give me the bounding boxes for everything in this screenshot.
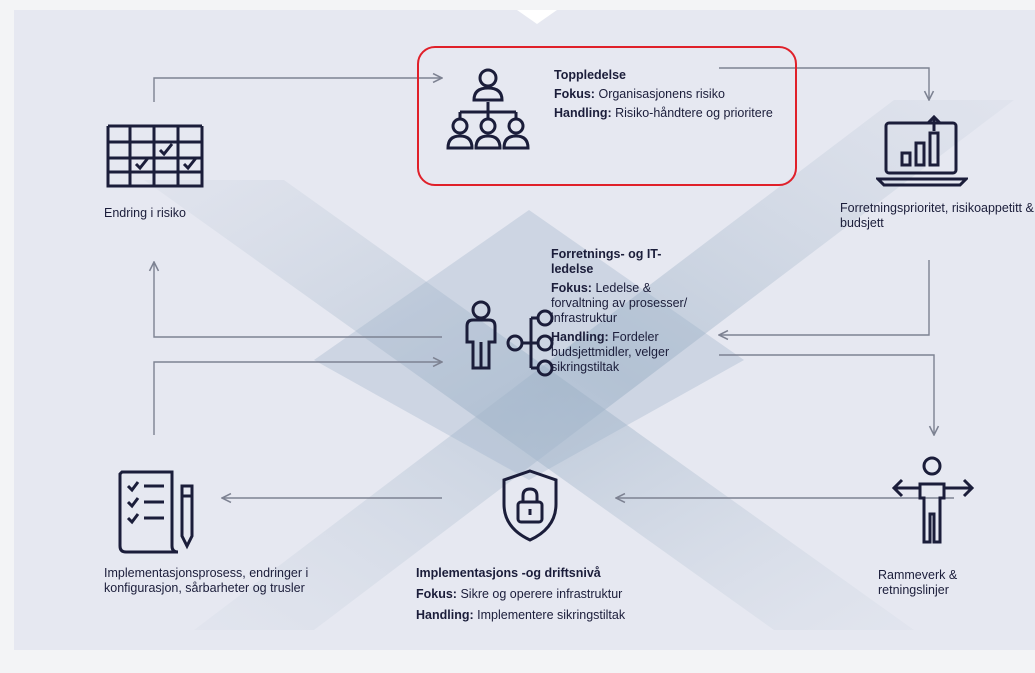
document-checklist-pen-icon bbox=[118, 470, 194, 554]
bottom-focus-key: Fokus: bbox=[416, 587, 457, 601]
org-chart-icon bbox=[446, 68, 530, 150]
person-process-icon bbox=[465, 300, 554, 377]
bottom-focus: Fokus: Sikre og operere infrastruktur bbox=[416, 587, 756, 602]
corner-bottom-left-label: Implementasjonsprosess, endringer i konf… bbox=[104, 566, 309, 595]
corner-bottom-right-label: Rammeverk & retningslinjer bbox=[878, 568, 958, 597]
top-action: Handling: Risiko-håndtere og prioritere bbox=[554, 106, 784, 121]
bottom-block: Implementasjons -og driftsnivå Fokus: Si… bbox=[416, 566, 756, 623]
arrow-top-to-topright bbox=[719, 67, 929, 100]
middle-title: Forretnings- og IT-ledelse bbox=[551, 247, 662, 276]
top-notch bbox=[517, 10, 557, 24]
middle-action: Handling: Fordeler budsjettmidler, velge… bbox=[551, 330, 701, 375]
center-diamond bbox=[314, 210, 744, 480]
top-action-text: Risiko-håndtere og prioritere bbox=[615, 106, 773, 120]
diagram-frame: Toppledelse Fokus: Organisasjonens risik… bbox=[14, 10, 1035, 650]
background-graphics bbox=[144, 10, 1014, 630]
top-action-key: Handling: bbox=[554, 106, 612, 120]
laptop-chart-icon bbox=[876, 114, 968, 187]
middle-block: Forretnings- og IT-ledelse Fokus: Ledels… bbox=[551, 247, 701, 375]
corner-top-right-label: Forretningsprioritet, risikoappetitt & b… bbox=[840, 201, 1034, 230]
bottom-focus-text: Sikre og operere infrastruktur bbox=[460, 587, 623, 601]
middle-focus-key: Fokus: bbox=[551, 281, 592, 295]
highlight-box bbox=[417, 46, 797, 186]
bottom-action-key: Handling: bbox=[416, 608, 474, 622]
arrow-topleft-to-top bbox=[153, 78, 442, 102]
middle-focus-text: Ledelse & forvaltning av prosesser/ infr… bbox=[551, 281, 688, 325]
top-focus-key: Fokus: bbox=[554, 87, 595, 101]
top-focus: Fokus: Organisasjonens risiko bbox=[554, 87, 784, 102]
shield-lock-icon bbox=[502, 469, 558, 542]
arrow-bottomleft-to-middle bbox=[153, 362, 442, 435]
bottom-action-text: Implementere sikringstiltak bbox=[477, 608, 626, 622]
top-title: Toppledelse bbox=[554, 68, 627, 82]
calendar-checklist-icon bbox=[106, 124, 204, 188]
middle-action-key: Handling: bbox=[551, 330, 609, 344]
middle-focus: Fokus: Ledelse & forvaltning av prosesse… bbox=[551, 281, 701, 326]
bottom-action: Handling: Implementere sikringstiltak bbox=[416, 608, 756, 623]
bottom-title: Implementasjons -og driftsnivå bbox=[416, 566, 601, 580]
arrow-middle-to-topleft bbox=[154, 262, 442, 338]
top-focus-text: Organisasjonens risiko bbox=[598, 87, 725, 101]
middle-action-text: Fordeler budsjettmidler, velger sikrings… bbox=[551, 330, 670, 374]
corner-top-left-label: Endring i risiko bbox=[104, 206, 186, 220]
person-arrows-icon bbox=[891, 456, 975, 544]
arrow-middle-to-bottomright bbox=[719, 354, 934, 435]
top-block: Toppledelse Fokus: Organisasjonens risik… bbox=[554, 68, 784, 121]
arrow-topright-to-middle bbox=[719, 260, 930, 335]
